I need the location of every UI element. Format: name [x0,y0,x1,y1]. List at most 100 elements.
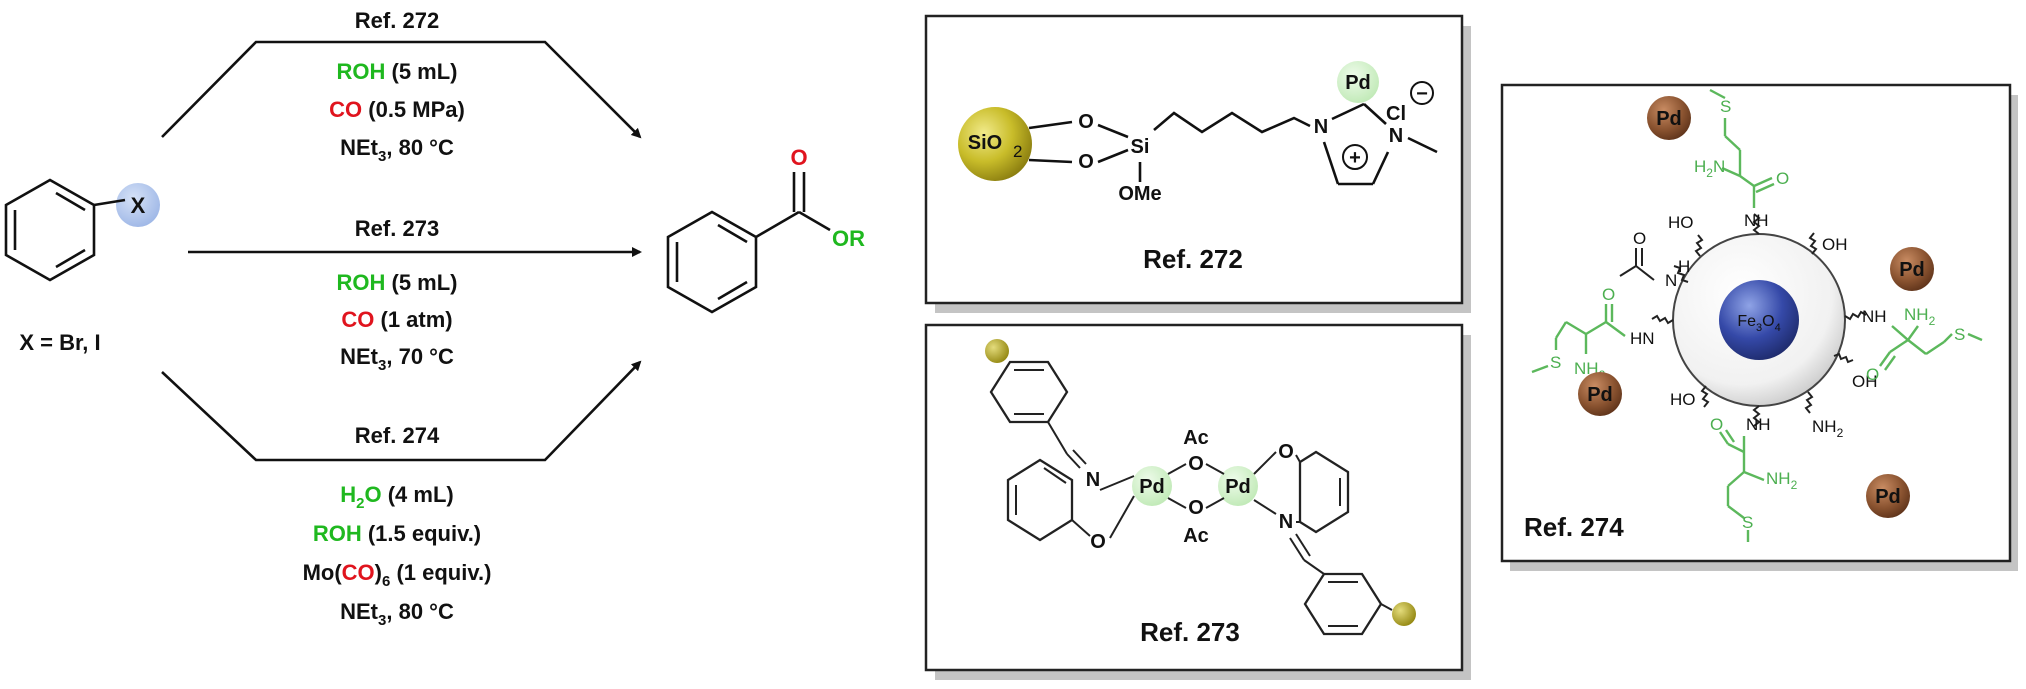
condition-line: NEt3, 80 °C [340,135,454,165]
imine-n-label: N [1279,511,1293,533]
pd-nanoparticles: Pd Pd Pd Pd [1578,96,1934,518]
carbonyl-o-label: O [1866,365,1879,384]
bond [1619,265,1637,277]
carbonyl-o-label: O [1710,415,1723,434]
bond [1253,451,1277,475]
double-bond [55,191,86,212]
bond [1253,499,1277,515]
thioether-s-label: S [1550,353,1561,372]
pd-sphere [1890,247,1934,291]
surface-linkers [1651,213,1867,427]
pd-sphere [1866,474,1910,518]
pd-sphere [1218,466,1258,506]
imine-bond [1289,537,1305,561]
carbonyl-bond [1753,176,1773,188]
bond [1907,325,1919,341]
pd-sphere [1132,466,1172,506]
route-274-conditions: Ref. 274 H2O (4 mL) ROH (1.5 equiv.) Mo(… [303,423,492,629]
condition-line: CO (1 atm) [341,307,452,332]
hydroxyl-label: OH [1852,372,1878,391]
imine-bond [1295,533,1311,557]
support-bead [985,339,1009,363]
acetamide-o-label: O [1633,229,1646,248]
phenolate-o-label: O [1278,441,1294,463]
silica-label: SiO [968,132,1002,154]
condition-line: ROH (5 mL) [336,59,457,84]
acetamide-h-label: H [1678,257,1690,276]
route-ref-label: Ref. 274 [355,423,440,448]
carbonyl-o-label: O [1776,169,1789,188]
bond [1071,519,1091,537]
substrate-aryl-halide: X X = Br, I [4,178,160,355]
amine-label: NH2 [1766,469,1798,492]
bond [1205,463,1225,475]
bond [1554,321,1568,339]
route-272-conditions: Ref. 272 ROH (5 mL) CO (0.5 MPa) NEt3, 8… [329,8,465,165]
bond [1531,364,1549,374]
pd-sphere [1578,372,1622,416]
bond [1709,88,1726,100]
silica-sphere [958,107,1032,181]
bond [1727,505,1745,519]
substrate-caption: X = Br, I [19,330,100,355]
panel-ref-label: Ref. 273 [1140,617,1240,647]
arrow-ref-274 [161,360,642,462]
bond [1565,320,1587,336]
catalyst-273-panel: N O Pd Pd O O Ac Ac O N Ref. 2 [924,323,1471,680]
double-bond [717,223,748,244]
wavy-linker [1808,232,1818,255]
ester-bond [798,210,831,232]
propyl-chain [1153,111,1311,134]
bond [1605,321,1626,337]
x-highlight [116,183,160,227]
pd-label: Pd [1345,72,1371,94]
carbonyl-o-label: O [790,145,807,170]
silica-sub: 2 [1013,142,1022,161]
imine-bond [1066,453,1081,469]
bond [1303,559,1325,575]
bond [1907,339,1927,355]
pd-label: Pd [1656,108,1682,130]
ring-bond [1363,103,1387,125]
bond [1295,454,1301,463]
bond [1743,470,1765,482]
bond [1727,471,1745,487]
wavy-linker [1673,265,1689,283]
bond [1635,265,1655,281]
carbonyl-bond [1755,182,1775,194]
amide-nh-label: NH [1862,307,1887,326]
condition-line: ROH (1.5 equiv.) [313,521,481,546]
reaction-arrows [161,40,642,462]
hydroxyl-label: HO [1668,213,1694,232]
amine-nh2-label: NH2 [1812,417,1844,440]
benzene-ring [4,178,96,282]
oxygen-label: O [1078,111,1094,133]
methoxy-label: OMe [1118,183,1161,205]
core-label: Fe3O4 [1737,313,1780,334]
amide-hn-label: HN [1630,329,1655,348]
acetate-label: Ac [1183,525,1209,547]
wavy-linker [1700,385,1710,408]
thioether-s-label: S [1742,513,1753,532]
imidazolium-n-methyl-label: N [1389,125,1403,147]
wavy-linker [1804,391,1814,414]
bond [1721,166,1741,178]
bond [1028,120,1073,130]
carbonyl-bond [1884,355,1896,371]
condition-line: H2O (4 mL) [340,482,453,512]
support-bead [1392,602,1416,626]
ring-bond [1322,141,1340,185]
wavy-linker [1833,352,1854,364]
x-atom-label: X [131,193,146,218]
imine-n-label: N [1086,469,1100,491]
bond [1380,603,1393,611]
amine-label: NH2 [1904,305,1936,328]
bond [1585,320,1607,336]
amide-nh-label: NH [1744,211,1769,230]
route-ref-label: Ref. 273 [355,216,439,241]
n-methyl-bond [1407,136,1438,154]
condition-line: NEt3, 70 °C [340,344,454,374]
methionine-bottom: O NH2 S [1710,415,1798,542]
bond [1099,475,1135,491]
